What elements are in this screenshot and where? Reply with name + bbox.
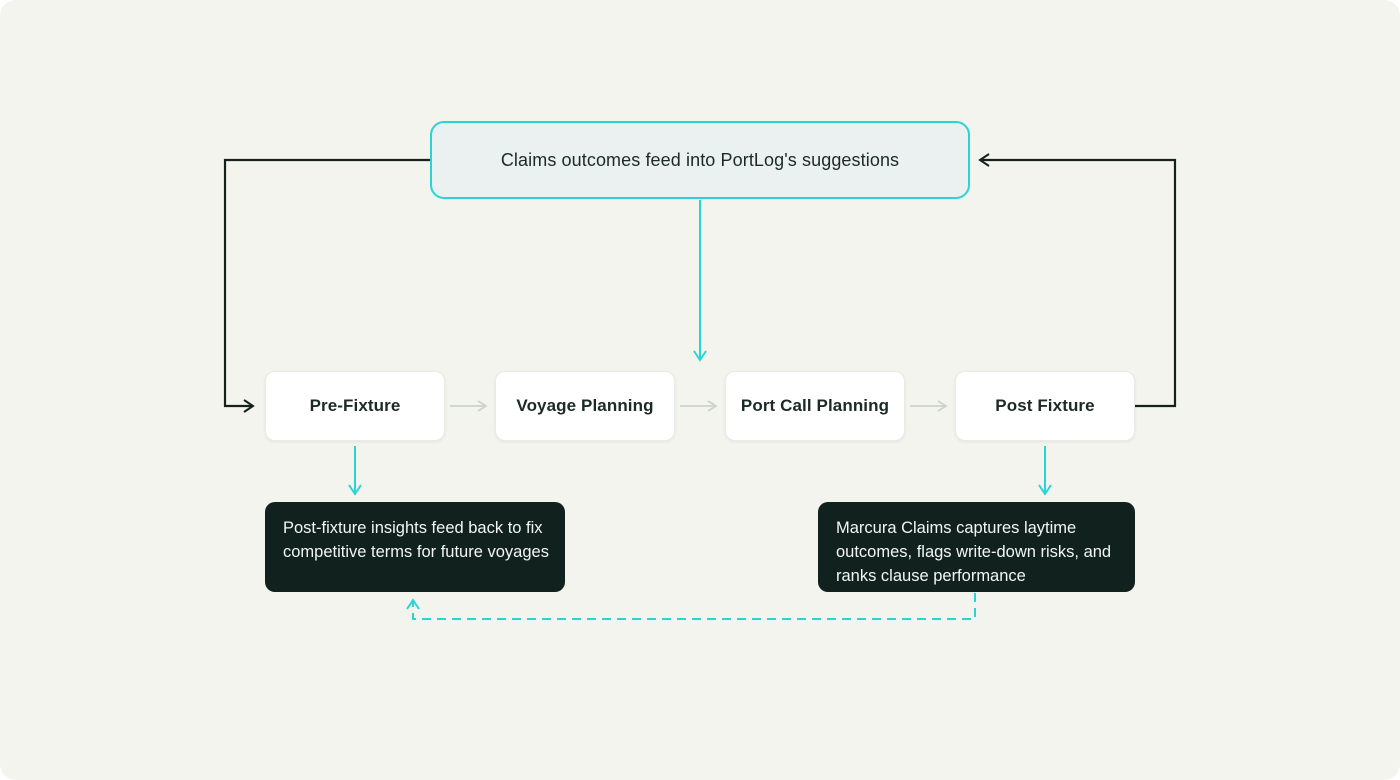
arrow-feedback-dashed (406, 593, 976, 620)
stage-post-fixture-label: Post Fixture (995, 396, 1095, 415)
callout-post-fixture-insights-label: Post-fixture insights feed back to fix c… (283, 519, 549, 561)
callout-marcura-claims-label: Marcura Claims captures laytime outcomes… (836, 519, 1112, 585)
stage-post-fixture: Post Fixture (955, 371, 1135, 441)
arrow-note-to-prefixture-loop (223, 158, 430, 413)
stage-port-call-planning-label: Port Call Planning (740, 396, 890, 415)
claims-note-label: Claims outcomes feed into PortLog's sugg… (500, 149, 900, 170)
stage-voyage-planning-label: Voyage Planning (516, 396, 654, 415)
stage-pre-fixture-label: Pre-Fixture (309, 396, 401, 415)
claims-note-box: Claims outcomes feed into PortLog's sugg… (430, 121, 970, 199)
stage-port-call-planning: Port Call Planning (725, 371, 905, 441)
stage-pre-fixture: Pre-Fixture (265, 371, 445, 441)
arrow-postfixture-to-note-loop (978, 153, 1177, 408)
callout-post-fixture-insights: Post-fixture insights feed back to fix c… (265, 502, 565, 592)
callout-marcura-claims: Marcura Claims captures laytime outcomes… (818, 502, 1135, 592)
stage-voyage-planning: Voyage Planning (495, 371, 675, 441)
